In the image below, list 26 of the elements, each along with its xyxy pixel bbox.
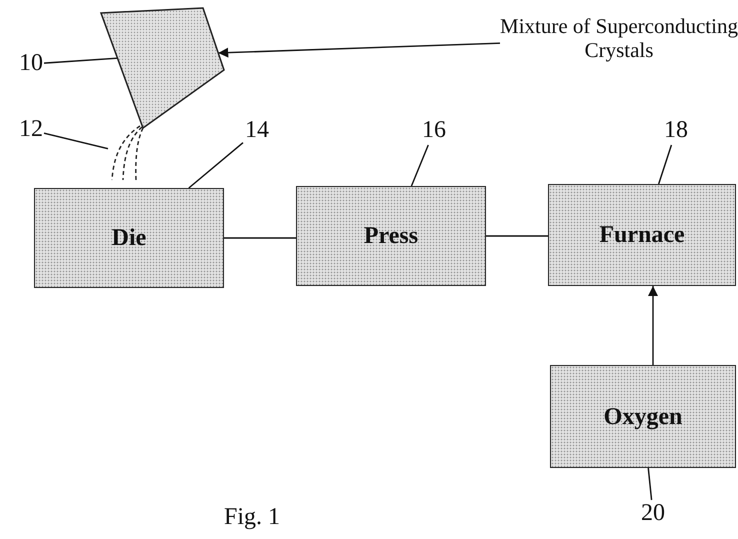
leader-line	[648, 468, 652, 500]
process-box	[34, 188, 224, 288]
process-box	[550, 365, 736, 468]
leader-line	[188, 142, 244, 189]
leader-line	[658, 144, 672, 184]
box-label: Press	[364, 224, 418, 248]
callout-number: 20	[638, 500, 668, 528]
figure-caption: Fig. 1	[224, 504, 280, 531]
callout-number: 18	[662, 117, 690, 145]
arrow	[218, 42, 500, 58]
connector-line	[486, 235, 548, 237]
callout-number: 12	[18, 116, 44, 144]
box-label: Oxygen	[604, 404, 682, 428]
process-box	[296, 186, 486, 286]
box-label: Furnace	[599, 223, 685, 247]
callout-number: 14	[243, 117, 271, 145]
process-box	[548, 184, 736, 286]
connector-line	[224, 237, 296, 239]
leader-line	[44, 132, 108, 150]
callout-number: 16	[420, 117, 448, 145]
callout-text: Mixture of Superconducting Crystals	[500, 14, 738, 62]
leader-line	[410, 144, 429, 186]
box-label: Die	[112, 226, 146, 250]
arrow	[648, 286, 658, 365]
leader-line	[44, 57, 118, 64]
callout-number: 10	[18, 50, 44, 78]
